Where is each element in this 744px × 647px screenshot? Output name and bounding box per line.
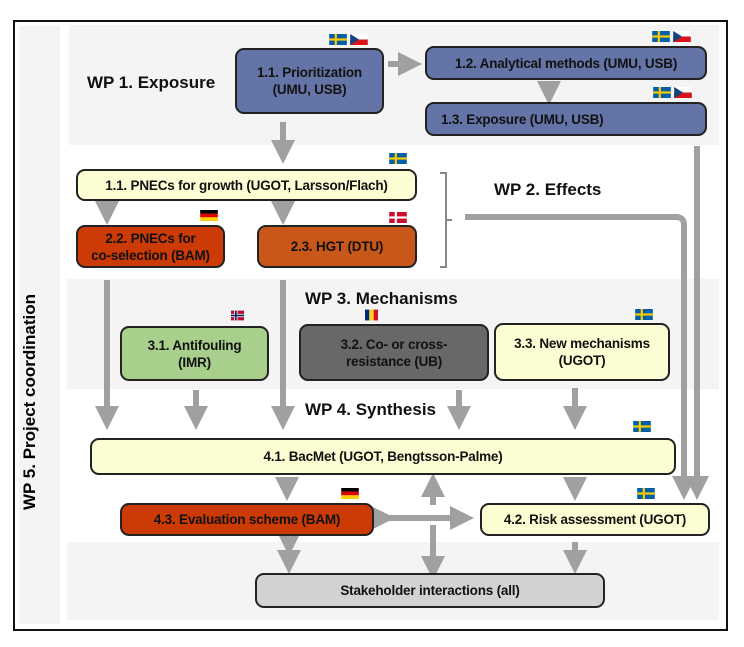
box-3-3-new-mechanisms: 3.3. New mechanisms (UGOT) (494, 323, 670, 381)
flag-sweden-icon (633, 421, 651, 432)
wp5-label: WP 5. Project coordination (20, 294, 39, 510)
box-3-2-coresistance: 3.2. Co- or cross- resistance (UB) (299, 324, 489, 381)
box-label: 4.2. Risk assessment (UGOT) (503, 512, 687, 527)
flag-germany-icon (200, 210, 218, 221)
flag-sweden-icon (637, 488, 655, 499)
flag-sweden-icon (653, 87, 671, 98)
flag-sweden-icon (389, 153, 407, 164)
box-line1: 2.2. PNECs for (105, 230, 196, 246)
wp5-band (19, 26, 60, 624)
box-label: 1.2. Analytical methods (UMU, USB) (454, 55, 678, 71)
box-line2: (UMU, USB) (272, 82, 347, 97)
box-2-2-pnecs-coselection: 2.2. PNECs for co-selection (BAM) (76, 225, 225, 268)
box-label: 4.1. BacMet (UGOT, Bengtsson-Palme) (263, 449, 503, 464)
box-line1: 3.2. Co- or cross- (340, 336, 448, 352)
box-label: Stakeholder interactions (all) (340, 583, 520, 598)
box-line1: 1.1. Prioritization (257, 65, 362, 80)
box-line1: 3.1. Antifouling (147, 337, 242, 353)
box-2-3-hgt: 2.3. HGT (DTU) (257, 225, 417, 268)
box-line2: co-selection (BAM) (91, 247, 210, 263)
box-4-2-risk-assessment: 4.2. Risk assessment (UGOT) (480, 503, 710, 536)
box-stakeholder-interactions: Stakeholder interactions (all) (255, 573, 605, 608)
flag-germany-icon (341, 488, 359, 499)
box-1-1-prioritization: 1.1. Prioritization (UMU, USB) (235, 48, 384, 114)
flag-denmark-icon (389, 212, 407, 223)
box-3-1-antifouling: 3.1. Antifouling (IMR) (120, 326, 269, 381)
wp2-label: WP 2. Effects (494, 180, 602, 199)
flag-sweden-icon (652, 31, 670, 42)
box-line2: resistance (UB) (345, 353, 443, 369)
box-pnecs-growth: 1.1. PNECs for growth (UGOT, Larsson/Fla… (76, 169, 417, 201)
flag-norway-icon (231, 310, 244, 321)
box-1-3-exposure: 1.3. Exposure (UMU, USB) (425, 102, 707, 136)
flag-sweden-icon (329, 34, 347, 45)
wp4-label: WP 4. Synthesis (305, 400, 437, 419)
wp1-label: WP 1. Exposure (87, 73, 216, 92)
box-label: 2.3. HGT (DTU) (290, 239, 384, 254)
box-4-3-evaluation-scheme: 4.3. Evaluation scheme (BAM) (120, 503, 374, 536)
wp3-label: WP 3. Mechanisms (305, 289, 458, 308)
box-line1: 3.3. New mechanisms (514, 336, 650, 351)
flag-czech-icon (674, 87, 692, 98)
box-label: 4.3. Evaluation scheme (BAM) (153, 512, 341, 527)
flag-sweden-icon (635, 309, 653, 320)
box-4-1-bacmet: 4.1. BacMet (UGOT, Bengtsson-Palme) (90, 438, 676, 475)
flag-romania-icon (365, 309, 378, 321)
box-line2: (IMR) (178, 354, 211, 370)
flag-czech-icon (673, 31, 691, 42)
box-label: 1.1. PNECs for growth (UGOT, Larsson/Fla… (105, 177, 388, 193)
box-line2: (UGOT) (558, 353, 606, 368)
flag-czech-icon (350, 34, 368, 45)
box-1-2-analytical-methods: 1.2. Analytical methods (UMU, USB) (425, 46, 707, 80)
box-label: 1.3. Exposure (UMU, USB) (441, 111, 604, 127)
